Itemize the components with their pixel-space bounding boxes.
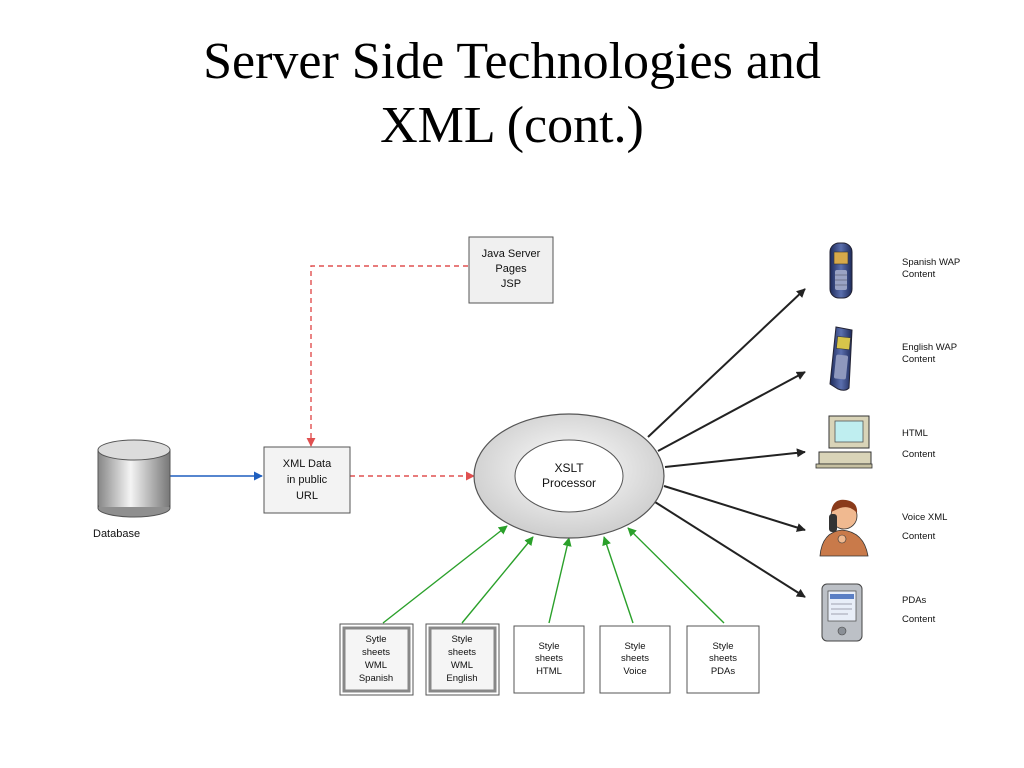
stylesheet-node-3: Style sheets HTML: [513, 625, 585, 694]
stylesheet-1-line-4: Spanish: [359, 673, 393, 684]
stylesheet-2-line-3: WML: [451, 660, 473, 671]
person-on-phone-icon: [819, 499, 869, 557]
output-2-line-2: Content: [902, 354, 936, 365]
output-1-line-1: Spanish WAP: [902, 257, 960, 268]
xslt-label-line-1: XSLT: [554, 461, 584, 475]
stylesheet-1-line-1: Sytle: [365, 634, 386, 645]
stylesheet-connector-5: [627, 527, 725, 624]
stylesheet-connectors: [382, 525, 725, 624]
stylesheet-connector-4: [602, 536, 634, 624]
xslt-label-line-2: Processor: [542, 476, 596, 490]
output-connector-5: [654, 501, 806, 598]
stylesheet-1-line-2: sheets: [362, 647, 390, 658]
slide-title: Server Side Technologies and XML (cont.): [0, 30, 1024, 158]
stylesheet-5-line-3: PDAs: [711, 666, 736, 677]
output-label-2: English WAP Content: [902, 342, 957, 365]
output-5-line-2: Content: [902, 614, 936, 625]
xml-data-label-line-3: URL: [296, 490, 318, 502]
database-node: Database: [93, 439, 171, 540]
output-connector-1: [647, 288, 806, 438]
output-connectors: [647, 288, 806, 598]
stylesheet-node-2: Style sheets WML English: [425, 623, 500, 696]
stylesheet-4-line-1: Style: [624, 641, 645, 652]
pda-icon: [821, 583, 863, 642]
output-label-1: Spanish WAP Content: [902, 257, 960, 280]
stylesheet-2-line-2: sheets: [448, 647, 476, 658]
stylesheet-4-line-2: sheets: [621, 653, 649, 664]
stylesheet-node-1: Sytle sheets WML Spanish: [339, 623, 414, 696]
stylesheet-node-4: Style sheets Voice: [599, 625, 671, 694]
output-label-5: PDAs Content: [902, 595, 936, 625]
output-1-line-2: Content: [902, 269, 936, 280]
xslt-processor-node: XSLT Processor: [473, 413, 665, 539]
slide-title-line-1: Server Side Technologies and: [203, 33, 821, 90]
output-3-line-2: Content: [902, 449, 936, 460]
output-4-line-1: Voice XML: [902, 512, 947, 523]
stylesheet-connector-3: [548, 537, 572, 624]
stylesheet-3-line-1: Style: [538, 641, 559, 652]
database-label: Database: [93, 528, 140, 540]
stylesheet-connector-2: [461, 536, 534, 624]
stylesheet-node-5: Style sheets PDAs: [686, 625, 760, 694]
xml-data-node: XML Data in public URL: [263, 446, 351, 514]
stylesheet-3-line-3: HTML: [536, 666, 562, 677]
jsp-label-line-3: JSP: [501, 278, 521, 290]
stylesheet-4-line-3: Voice: [623, 666, 646, 677]
output-connector-2: [657, 371, 806, 452]
jsp-label-line-1: Java Server: [482, 248, 541, 260]
output-label-3: HTML Content: [902, 428, 936, 460]
stylesheet-5-line-1: Style: [712, 641, 733, 652]
output-connector-3: [664, 448, 806, 468]
output-3-line-1: HTML: [902, 428, 928, 439]
output-4-line-2: Content: [902, 531, 936, 542]
jsp-node: Java Server Pages JSP: [468, 236, 554, 304]
xml-data-label-line-2: in public: [287, 474, 328, 486]
stylesheet-1-line-3: WML: [365, 660, 387, 671]
mobile-phone-icon: [829, 242, 853, 299]
desktop-computer-icon: [815, 415, 873, 469]
xml-data-label-line-1: XML Data: [283, 458, 332, 470]
stylesheet-2-line-1: Style: [451, 634, 472, 645]
stylesheet-2-line-4: English: [446, 673, 477, 684]
output-connector-4: [663, 485, 806, 532]
stylesheet-3-line-2: sheets: [535, 653, 563, 664]
mobile-phone-icon: [829, 326, 853, 391]
output-label-4: Voice XML Content: [902, 512, 947, 542]
jsp-label-line-2: Pages: [495, 263, 527, 275]
database-cylinder-icon: [97, 439, 171, 518]
jsp-to-xml-connector: [306, 265, 468, 447]
slide-title-line-2: XML (cont.): [380, 97, 644, 154]
stylesheet-5-line-2: sheets: [709, 653, 737, 664]
stylesheet-connector-1: [382, 525, 508, 624]
output-2-line-1: English WAP: [902, 342, 957, 353]
output-5-line-1: PDAs: [902, 595, 927, 606]
